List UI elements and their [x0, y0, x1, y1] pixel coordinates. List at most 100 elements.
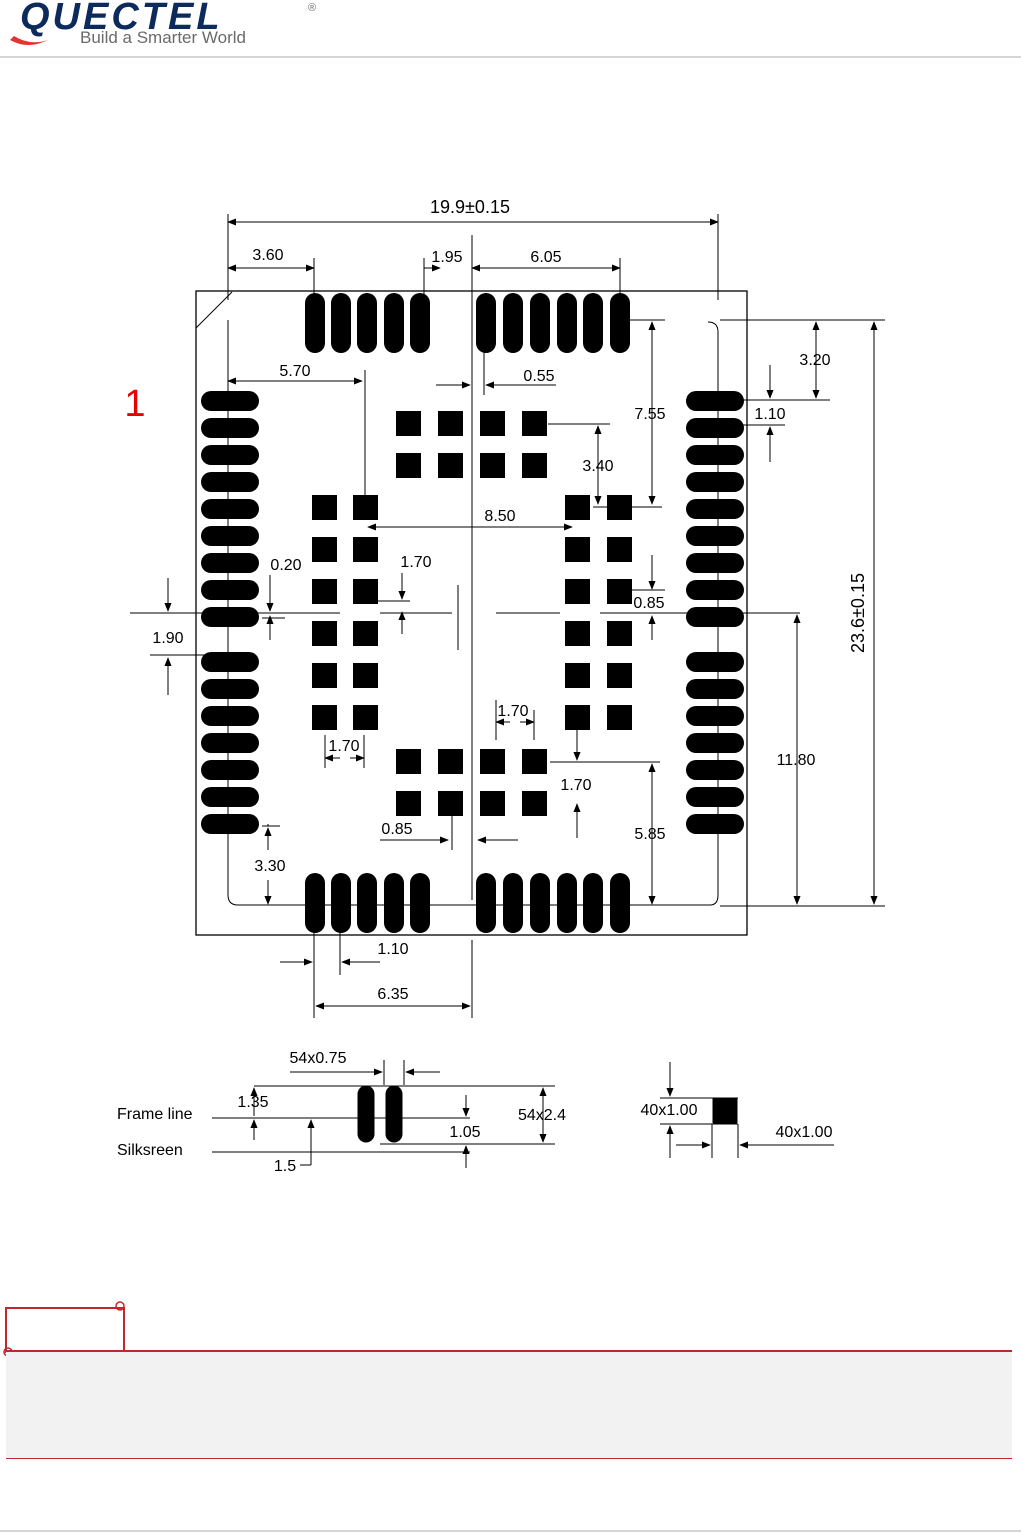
square-height-label: 40x1.00 [641, 1102, 698, 1119]
bottom-pad [357, 873, 377, 933]
dim-inner-bottom-edge: 5.85 [634, 826, 665, 843]
inner-square-pad [312, 705, 337, 730]
inner-square-pad [565, 579, 590, 604]
inner-square-pad [565, 663, 590, 688]
left-pad [201, 679, 259, 699]
inner-square-pad [312, 621, 337, 646]
dim-overall-height: 23.6±0.15 [848, 573, 868, 653]
note-bottom-rule [6, 1458, 1012, 1459]
inner-square-pad [438, 411, 463, 436]
inner-square-pad [353, 579, 378, 604]
right-pad [686, 733, 744, 753]
right-pad [686, 391, 744, 411]
left-pad [201, 706, 259, 726]
bottom-pad [331, 873, 351, 933]
top-pad [357, 293, 377, 353]
right-pad [686, 580, 744, 600]
dim-right-inner-gap: 0.85 [633, 595, 664, 612]
right-pad [686, 526, 744, 546]
inner-square-pad [480, 791, 505, 816]
left-pad [201, 760, 259, 780]
left-pad [201, 814, 259, 834]
top-pad [305, 293, 325, 353]
left-pad [201, 499, 259, 519]
right-pad [686, 814, 744, 834]
square-width-label: 40x1.00 [776, 1124, 833, 1141]
right-pad [686, 787, 744, 807]
brand-tagline: Build a Smarter World [80, 28, 246, 48]
top-pad [476, 293, 496, 353]
note-top-rule [6, 1350, 1012, 1352]
bottom-pad [410, 873, 430, 933]
top-pad [610, 293, 630, 353]
inner-square-pad [396, 453, 421, 478]
dim-top-right-span: 6.05 [530, 249, 561, 266]
left-pad [201, 445, 259, 465]
inner-square-pad [607, 705, 632, 730]
inner-square-pad [438, 791, 463, 816]
dim-bottom-pitch: 1.10 [377, 941, 408, 958]
footer-divider [0, 1530, 1021, 1532]
right-pad [686, 472, 744, 492]
top-pad [331, 293, 351, 353]
inner-square-pad [438, 453, 463, 478]
inner-square-pad [607, 621, 632, 646]
inner-square-pad [565, 537, 590, 562]
inner-square-pad [522, 453, 547, 478]
bottom-pad [610, 873, 630, 933]
dim-inner-top-edge: 7.55 [634, 406, 665, 423]
inner-square-pad [438, 749, 463, 774]
dim-left-gap: 0.20 [270, 557, 301, 574]
detail-silk-offset: 1.5 [274, 1158, 296, 1175]
note-box [0, 1298, 1021, 1468]
left-pad [201, 526, 259, 546]
right-pad [686, 607, 744, 627]
inner-square-pad [396, 791, 421, 816]
header-divider [0, 56, 1021, 58]
dim-right-top-offset: 3.20 [799, 352, 830, 369]
right-pad [686, 760, 744, 780]
dim-inner-left: 5.70 [279, 363, 310, 380]
right-pad [686, 553, 744, 573]
dim-overall-width: 19.9±0.15 [430, 197, 510, 217]
footprint-drawing: 19.9±0.15 3.60 1.95 6.05 5.70 0.55 3.20 … [0, 150, 1021, 1190]
left-pad [201, 787, 259, 807]
right-pad [686, 418, 744, 438]
dim-left-pitch: 1.90 [152, 630, 183, 647]
dim-bottom-span: 6.35 [377, 986, 408, 1003]
inner-square-pad [522, 749, 547, 774]
inner-square-pad [312, 495, 337, 520]
dim-right-half-height: 11.80 [777, 752, 816, 769]
dim-pad-pitch-a: 1.70 [400, 554, 431, 571]
page-header: QUECTEL ® Build a Smarter World [0, 0, 1021, 58]
dim-left-bottom-offset: 3.30 [254, 858, 285, 875]
dim-top-left-offset: 3.60 [252, 247, 283, 264]
top-pad [410, 293, 430, 353]
top-pad [384, 293, 404, 353]
inner-square-pad [480, 749, 505, 774]
inner-square-pad [607, 663, 632, 688]
detail-pad-length: 54x2.4 [518, 1107, 566, 1124]
inner-square-pad [312, 537, 337, 562]
top-pad [503, 293, 523, 353]
top-pad [530, 293, 550, 353]
detail-frame-offset: 1.35 [237, 1094, 268, 1111]
bottom-pad [583, 873, 603, 933]
dim-bottom-gap: 0.85 [381, 821, 412, 838]
left-pad [201, 652, 259, 672]
bottom-pad [530, 873, 550, 933]
silkscreen-label: Silksreen [117, 1142, 183, 1159]
inner-square-pad [312, 579, 337, 604]
bottom-pad [557, 873, 577, 933]
left-pad [201, 418, 259, 438]
inner-square-pad [565, 495, 590, 520]
right-pad [686, 679, 744, 699]
inner-square-pad [396, 749, 421, 774]
right-pad [686, 706, 744, 726]
left-pad [201, 391, 259, 411]
inner-square-pad [565, 621, 590, 646]
inner-square-pad [565, 705, 590, 730]
inner-square-pad [353, 663, 378, 688]
detail-pad-width: 54x0.75 [290, 1050, 347, 1067]
detail-pad-offset: 1.05 [449, 1124, 480, 1141]
